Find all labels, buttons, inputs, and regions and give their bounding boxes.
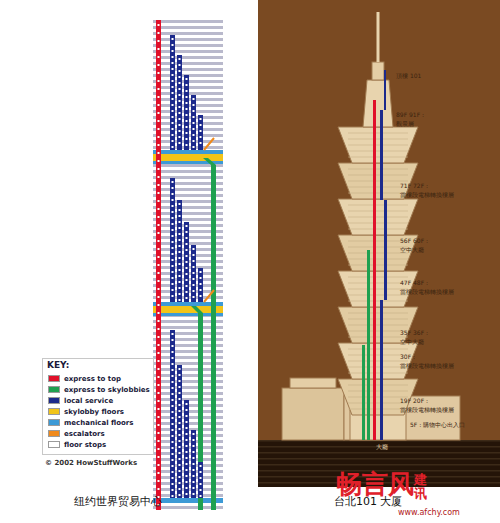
floor-label: 71F 72F : (400, 183, 428, 190)
legend-row: express to top (48, 373, 149, 384)
legend-row: floor stops (48, 439, 149, 450)
legend-text: express to skylobbies (64, 386, 150, 394)
watermark-url: www.afchy.com (398, 509, 460, 518)
floor-note: 當樓段電梯轉換樓層 (400, 363, 454, 370)
caption: 纽约世界贸易中心 (74, 496, 162, 508)
legend-swatch (48, 430, 60, 437)
floor-note: 大廳 (376, 444, 388, 451)
floor-label: 89F 91F : (396, 112, 424, 119)
legend-row: express to skylobbies (48, 384, 149, 395)
legend-text: escalators (64, 430, 105, 438)
brown-panel (258, 0, 500, 487)
floor-label: 19F 20F : (400, 398, 428, 405)
floor-note: 觀景層 (396, 121, 414, 128)
legend-swatch (48, 386, 60, 393)
legend-row: local service (48, 395, 149, 406)
legend-text: floor stops (64, 441, 106, 449)
floor-label: 頂樓 101 (396, 73, 421, 80)
floor-note: 5F : 購物中心出入口 (410, 422, 465, 429)
legend-text: skylobby floors (64, 408, 124, 416)
legend-swatch (48, 441, 60, 448)
watermark: 畅言风 (336, 470, 414, 499)
legend-text: mechanical floors (64, 419, 133, 427)
legend-swatch (48, 419, 60, 426)
legend-row: mechanical floors (48, 417, 149, 428)
taipei-101-tower (258, 12, 500, 487)
floor-label: 47F 48F : (400, 280, 428, 287)
legend-box: KEY: express to top express to skylobbies l… (42, 358, 154, 455)
floor-note: 空中大廳 (400, 339, 424, 346)
watermark: 建讯 (414, 473, 427, 502)
floor-label: 35F 36F : (400, 330, 428, 337)
floor-note: 空中大廳 (400, 247, 424, 254)
floor-note: 當樓段電梯轉換樓層 (400, 289, 454, 296)
legend-text: local service (64, 397, 113, 405)
legend-text: express to top (64, 375, 121, 383)
copyright-note: © 2002 HowStuffWorks (45, 460, 137, 468)
floor-note: 當樓段電梯轉換樓層 (400, 407, 454, 414)
wtc-elevator-diagram (153, 20, 223, 510)
legend-row: escalators (48, 428, 149, 439)
legend-swatch (48, 408, 60, 415)
floor-label: 30F : (400, 354, 415, 361)
floor-label: 56F 60F : (400, 238, 428, 245)
legend-row: skylobby floors (48, 406, 149, 417)
legend-heading: KEY: (47, 361, 69, 371)
legend-swatch (48, 397, 60, 404)
floor-note: 當樓段電梯轉換樓層 (400, 192, 454, 199)
legend-swatch (48, 375, 60, 382)
